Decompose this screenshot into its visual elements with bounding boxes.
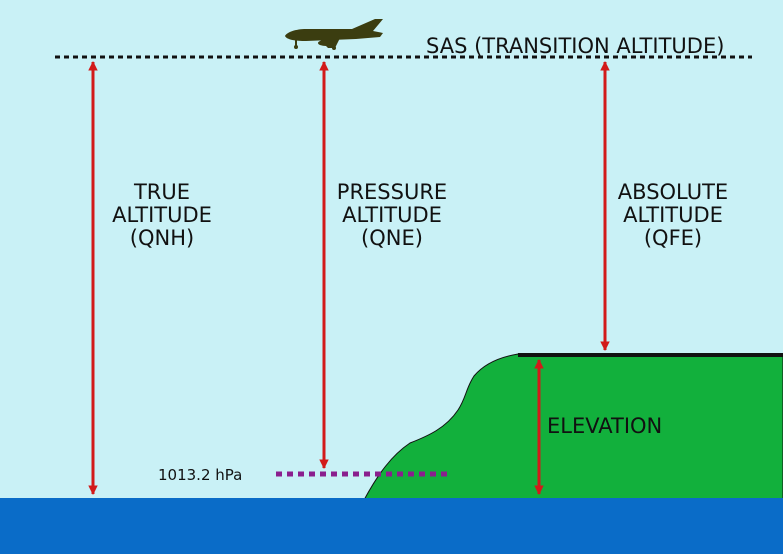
- terrain-landmass: [363, 353, 783, 501]
- absolute-altitude-label-line: ABSOLUTE: [618, 180, 728, 204]
- pressure-altitude-label-line: (QNE): [361, 226, 423, 250]
- absolute-altitude-label: ABSOLUTE ALTITUDE (QFE): [618, 180, 728, 250]
- true-altitude-label-line: (QNH): [130, 226, 194, 250]
- absolute-altitude-label-line: (QFE): [644, 226, 702, 250]
- absolute-altitude-label-line: ALTITUDE: [623, 203, 723, 227]
- standard-pressure-label: 1013.2 hPa: [158, 466, 242, 484]
- pressure-altitude-label-line: ALTITUDE: [342, 203, 442, 227]
- true-altitude-label-line: ALTITUDE: [112, 203, 212, 227]
- sea-level: [0, 498, 783, 554]
- airliner-icon: [285, 19, 383, 50]
- true-altitude-label-line: TRUE: [133, 180, 190, 204]
- pressure-altitude-label-line: PRESSURE: [337, 180, 447, 204]
- pressure-altitude-label: PRESSURE ALTITUDE (QNE): [337, 180, 447, 250]
- transition-altitude-label: SAS (TRANSITION ALTITUDE): [426, 34, 724, 58]
- elevation-label: ELEVATION: [547, 414, 662, 438]
- true-altitude-label: TRUE ALTITUDE (QNH): [112, 180, 212, 250]
